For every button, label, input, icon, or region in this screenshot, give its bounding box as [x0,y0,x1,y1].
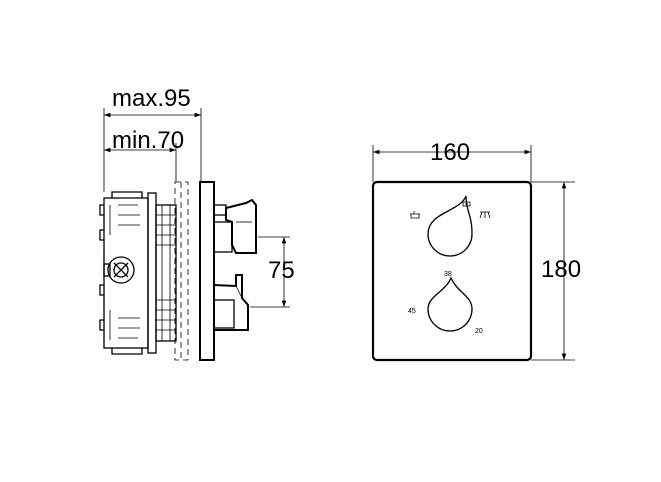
temp-label-bottom: 20 [475,328,483,335]
wall-zone [174,181,189,361]
cover-plate-front [371,180,533,362]
width-dimension-label: 160 [430,139,470,166]
temp-label-top: 38 [444,271,452,278]
max-dimension-label: max.95 [112,85,191,112]
hand-shower-icon [462,201,471,207]
cover-plate-side [199,181,215,361]
front-view: 160 180 38 45 20 [371,139,581,362]
valve-inlet-icon [103,256,135,284]
height-dimension-label: 180 [541,256,581,283]
lower-handle-side [213,274,249,331]
temp-label-left: 45 [408,308,416,315]
diverter-knob-icon [427,195,473,257]
side-view: max.95 min.70 [99,85,295,361]
upper-handle-side [213,198,257,254]
embedded-box [99,191,177,355]
min-dimension-label: min.70 [112,127,184,154]
overhead-shower-icon [479,211,491,219]
spacing-dimension-label: 75 [268,257,295,284]
bathtub-icon [410,211,420,219]
thermostat-knob-icon [427,276,473,332]
